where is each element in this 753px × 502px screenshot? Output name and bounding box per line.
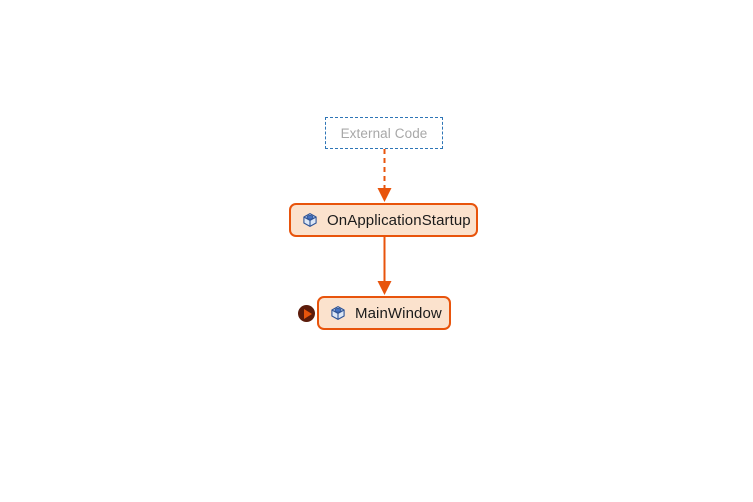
node-main-window[interactable]: MainWindow <box>317 296 451 330</box>
node-on-application-startup[interactable]: OnApplicationStartup <box>289 203 478 237</box>
node-external-code-label: External Code <box>340 125 428 141</box>
edge-external-to-startup-arrowhead <box>377 188 392 202</box>
edge-startup-to-mainwindow <box>377 237 392 295</box>
play-triangle-icon <box>303 308 312 319</box>
cube-icon <box>302 212 318 228</box>
node-on-application-startup-label: OnApplicationStartup <box>327 211 471 229</box>
cube-icon <box>330 305 346 321</box>
node-main-window-label: MainWindow <box>355 304 442 322</box>
edge-startup-to-mainwindow-arrowhead <box>377 281 392 295</box>
node-external-code[interactable]: External Code <box>325 117 443 149</box>
edge-external-to-startup <box>377 149 392 202</box>
current-frame-marker[interactable] <box>298 305 315 322</box>
